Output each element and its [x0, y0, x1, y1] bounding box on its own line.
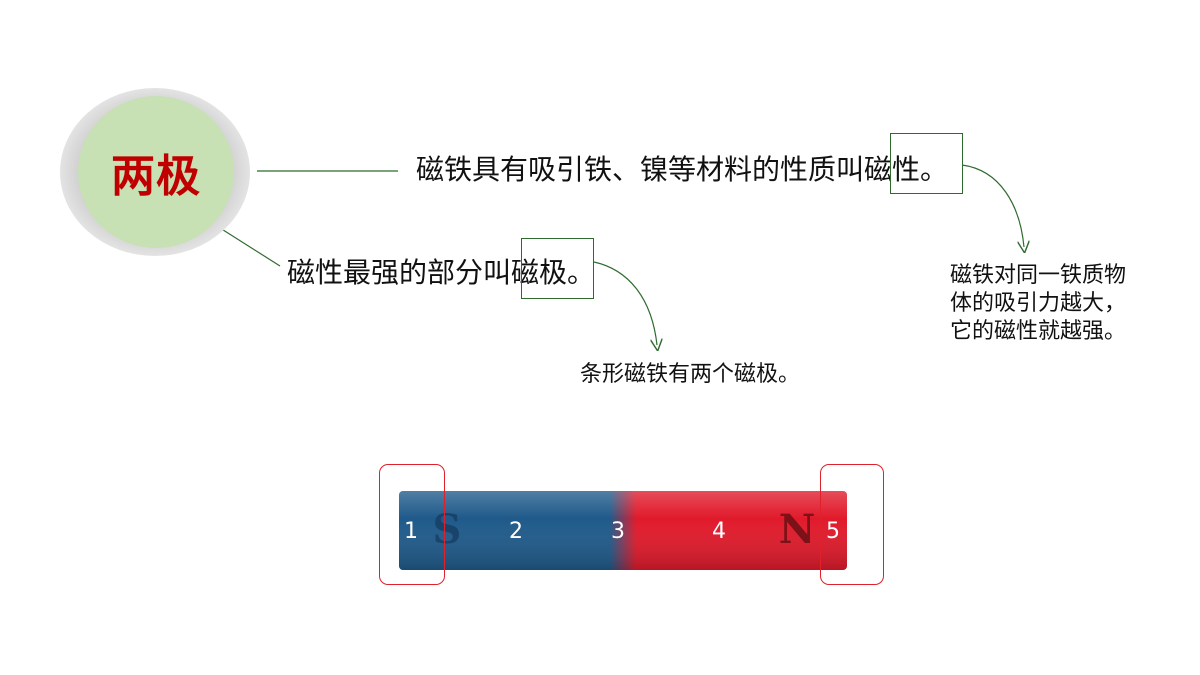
statement-magnetism: 磁铁具有吸引铁、镍等材料的性质叫磁性。	[416, 153, 949, 186]
north-pole-highlight	[820, 464, 884, 585]
arrow-magnetism-to-note	[961, 164, 1024, 247]
magnet-segment-number: 3	[611, 519, 625, 544]
highlight-box-poles	[521, 238, 594, 299]
page-title: 两极	[111, 151, 201, 202]
connector-title-to-poles	[219, 227, 281, 267]
magnet-segment-number: 5	[826, 519, 840, 544]
magnet-segment-number: 1	[404, 519, 418, 544]
magnet-south-letter: S	[433, 506, 462, 553]
magnet-segment-number: 2	[509, 519, 523, 544]
note-attraction-line: 体的吸引力越大，	[950, 291, 1127, 316]
magnet-shading	[399, 491, 847, 570]
highlight-box-magnetism	[890, 133, 963, 194]
magnet-north-letter: N	[779, 506, 816, 553]
note-bar-magnet: 条形磁铁有两个磁极。	[580, 362, 801, 387]
magnet-segment-number: 4	[712, 519, 726, 544]
note-attraction: 磁铁对同一铁质物 体的吸引力越大， 它的磁性就越强。	[950, 262, 1170, 346]
bar-magnet-graphic: S N 1 2 3 4 5	[399, 491, 847, 570]
bar-magnet: S N 1 2 3 4 5	[397, 489, 849, 572]
statement-poles: 磁性最强的部分叫磁极。	[287, 256, 596, 289]
note-attraction-line: 它的磁性就越强。	[950, 319, 1127, 344]
title-circle: 两极	[78, 96, 234, 248]
arrow-poles-to-note	[593, 261, 657, 345]
note-attraction-line: 磁铁对同一铁质物	[950, 263, 1127, 288]
south-pole-highlight	[379, 464, 445, 585]
